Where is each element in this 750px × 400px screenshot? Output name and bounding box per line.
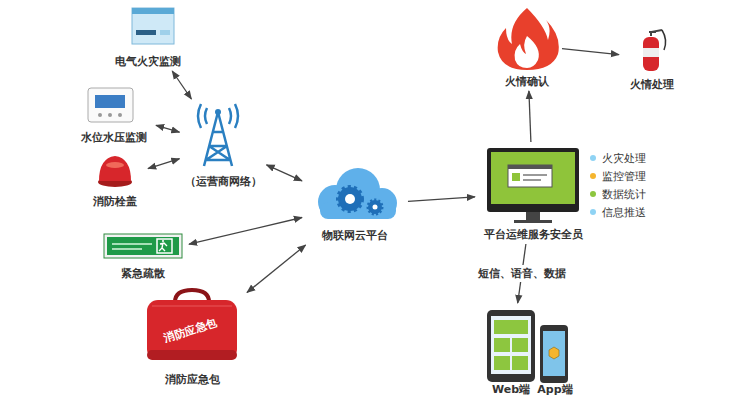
node-caption: 消防应急包 (140, 373, 244, 386)
node-caption: 消防栓盖 (85, 195, 145, 208)
legend-swatch (590, 209, 596, 215)
connector-arrow (148, 159, 180, 169)
node-caption: 电气火灾监测 (110, 55, 185, 68)
legend-swatch (590, 173, 596, 179)
legend-row: 信息推送 (590, 206, 646, 219)
node-caption: 平台运维服务安全员 (478, 228, 588, 241)
cloud-platform: 物联网云平台 (305, 168, 405, 242)
exit-sign: 紧急疏散 (100, 230, 186, 280)
legend-row: 数据统计 (590, 188, 646, 201)
legend-swatch (590, 155, 596, 161)
operator-station: 平台运维服务安全员 (478, 145, 588, 241)
node-caption: 水位水压监测 (75, 131, 153, 144)
fire-confirm: 火情确认 (495, 2, 559, 88)
node-caption: 火情确认 (495, 75, 559, 88)
legend-text: 信息推送 (602, 206, 646, 219)
edge-label: 短信、语音、数据 (476, 265, 568, 282)
connector-arrow (267, 165, 303, 181)
legend-row: 监控管理 (590, 170, 646, 183)
monitor-device: 电气火灾监测 (110, 2, 185, 68)
connector-arrow (247, 245, 306, 293)
legend-row: 火灾处理 (590, 152, 646, 165)
connector-arrow (156, 125, 180, 132)
connector-arrow (189, 218, 302, 245)
fire-handling: 火情处理 (622, 25, 682, 91)
legend-swatch (590, 191, 596, 197)
node-caption: Web端 (484, 383, 538, 396)
node-caption: App端 (535, 383, 575, 396)
network-tower: （运营商网络） (183, 102, 264, 188)
hydrant-cap: 消防栓盖 (85, 150, 145, 208)
sensor-device: 水位水压监测 (75, 82, 153, 144)
legend-text: 监控管理 (602, 170, 646, 183)
connector-arrow (529, 91, 531, 142)
app-client: App端 (535, 322, 575, 396)
node-caption: 紧急疏散 (100, 267, 186, 280)
connector-arrow (408, 197, 475, 202)
node-caption: （运营商网络） (183, 175, 264, 188)
node-caption: 物联网云平台 (305, 229, 405, 242)
node-caption: 火情处理 (622, 78, 682, 91)
connector-arrow (562, 49, 619, 55)
web-client: Web端 (484, 306, 538, 396)
legend-text: 数据统计 (602, 188, 646, 201)
legend-text: 火灾处理 (602, 152, 646, 165)
connector-arrow (172, 71, 191, 99)
